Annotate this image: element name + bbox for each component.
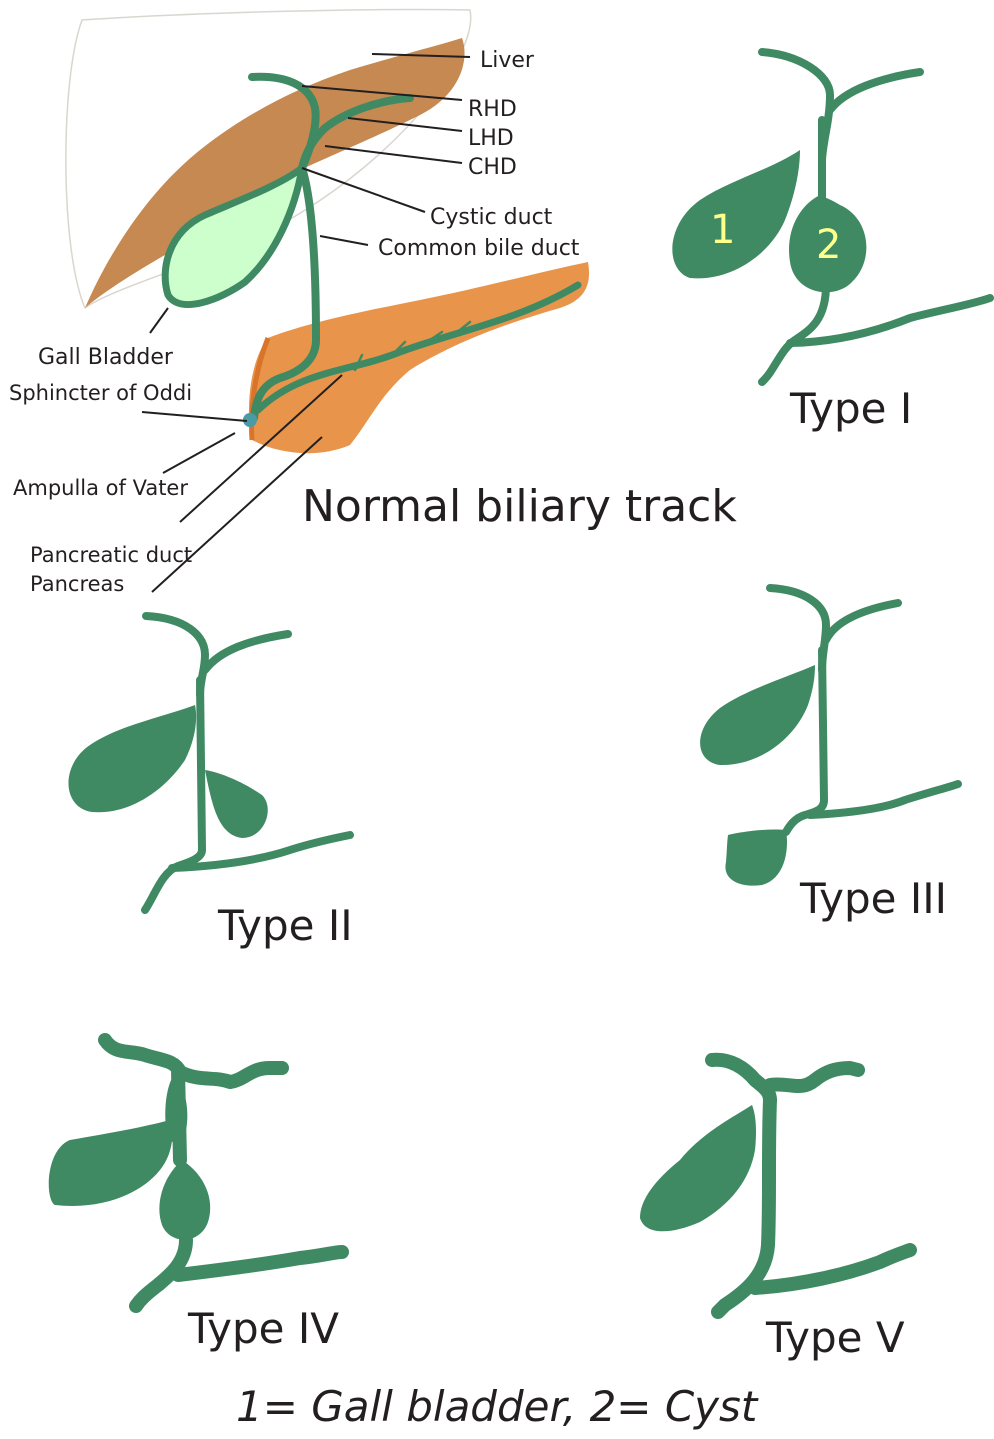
leader-gallbladder xyxy=(150,308,168,333)
legend-text: 1= Gall bladder, 2= Cyst xyxy=(236,1386,757,1428)
normal-biliary-title: Normal biliary track xyxy=(302,485,737,529)
label-gall-bladder: Gall Bladder xyxy=(38,347,173,369)
label-pancreatic-duct: Pancreatic duct xyxy=(30,545,192,566)
pancreas-shape xyxy=(249,262,589,453)
leader-sphincter xyxy=(142,412,247,421)
type-4-pancreatic-duct xyxy=(178,1252,342,1275)
type-3-left-duct xyxy=(826,603,898,640)
type-1-left-duct xyxy=(830,72,920,110)
type-3-label: Type III xyxy=(800,878,947,920)
type-2-left-duct xyxy=(205,634,288,670)
type-5-label: Type V xyxy=(766,1317,905,1359)
leader-cbd xyxy=(320,236,368,245)
type-2-diverticulum xyxy=(205,770,268,838)
type-1-gallbladder xyxy=(672,150,800,278)
label-ampulla-of-vater: Ampulla of Vater xyxy=(13,478,188,499)
type-4-gallbladder xyxy=(49,1120,173,1206)
label-cystic-duct: Cystic duct xyxy=(430,207,552,229)
type-5-gallbladder xyxy=(640,1105,756,1231)
type-2-gallbladder xyxy=(68,705,196,812)
leader-pancreas xyxy=(152,437,322,592)
type-3-right-duct xyxy=(770,588,826,670)
label-lhd: LHD xyxy=(468,128,514,150)
type-5-diagram xyxy=(640,1060,910,1312)
type-3-pancreatic-duct xyxy=(810,784,958,815)
type-5-right-duct xyxy=(712,1060,770,1100)
leader-chd xyxy=(325,146,462,163)
type-4-right-duct xyxy=(105,1040,180,1072)
marker-cyst-number: 2 xyxy=(816,225,841,265)
type-4-diagram xyxy=(49,1040,342,1306)
type-4-cyst xyxy=(159,1160,210,1240)
type-3-choledochocele xyxy=(725,829,787,885)
label-sphincter-of-oddi: Sphincter of Oddi xyxy=(9,383,192,404)
label-liver: Liver xyxy=(480,50,534,72)
type-5-left-duct xyxy=(770,1068,858,1086)
type-4-left-duct xyxy=(180,1068,282,1082)
label-rhd: RHD xyxy=(468,99,517,121)
leader-cystic xyxy=(302,168,425,212)
label-common-bile-duct: Common bile duct xyxy=(378,238,579,260)
type-5-pancreatic-duct xyxy=(755,1250,910,1288)
marker-gallbladder-number: 1 xyxy=(710,210,735,250)
leader-ampulla xyxy=(163,433,235,473)
type-2-label: Type II xyxy=(218,905,353,947)
label-pancreas: Pancreas xyxy=(30,574,124,595)
label-chd: CHD xyxy=(468,157,517,179)
type-3-diagram xyxy=(700,588,958,886)
type-3-gallbladder xyxy=(700,665,815,765)
type-4-label: Type IV xyxy=(188,1308,339,1350)
type-2-diagram xyxy=(68,616,350,910)
type-1-label: Type I xyxy=(790,388,912,430)
